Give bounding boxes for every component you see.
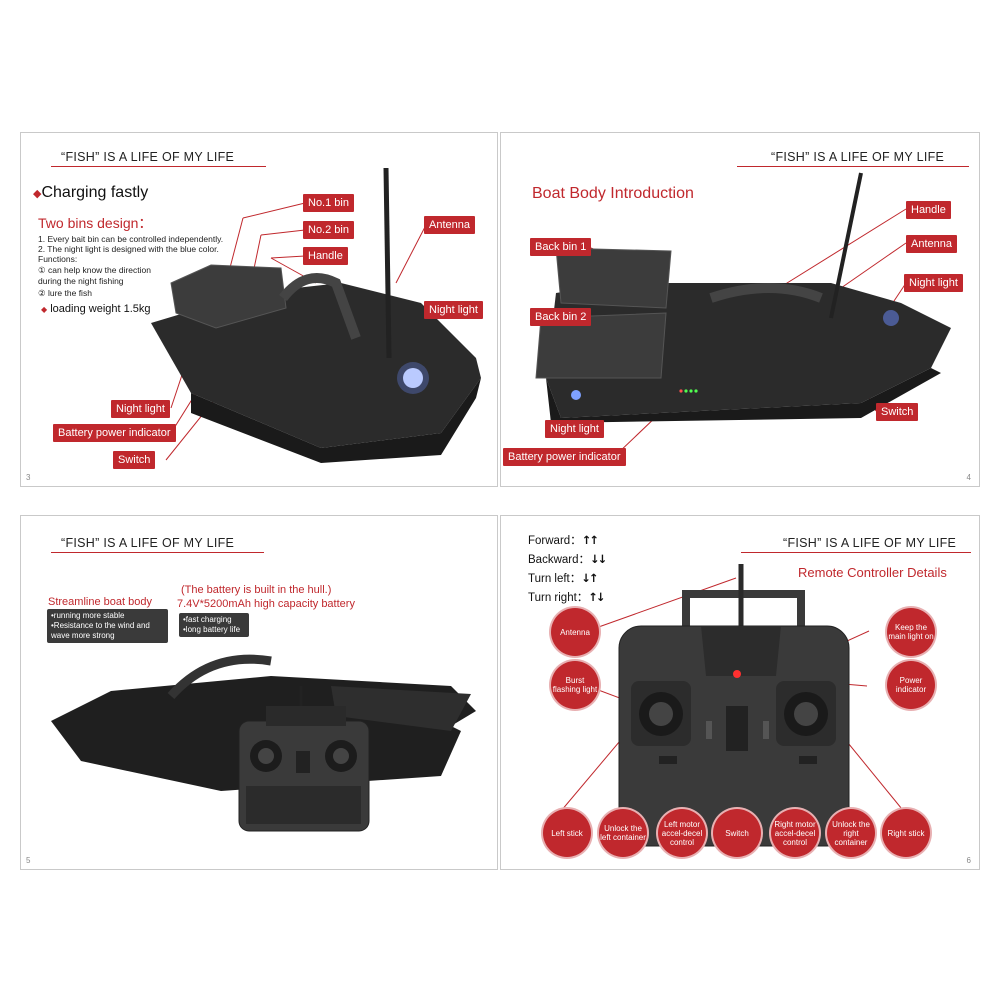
weight-note: ◆ loading weight 1.5kg — [41, 303, 151, 315]
callout-antenna: Antenna — [551, 608, 599, 656]
two-bins-heading: Two bins design： — [38, 215, 153, 231]
label-battery-indicator: Battery power indicator — [503, 448, 626, 466]
label-night-light-left: Night light — [545, 420, 604, 438]
page-header: “FISH” IS A LIFE OF MY LIFE — [61, 536, 235, 550]
label-night-light-right: Night light — [424, 301, 483, 319]
label-switch: Switch — [876, 403, 919, 421]
direction-turn-left: Turn left：↓↑ — [528, 571, 599, 585]
callout-left-motor-control: Left motor accel-decel control — [658, 809, 706, 857]
page-number: 6 — [966, 856, 971, 865]
page-header: “FISH” IS A LIFE OF MY LIFE — [61, 150, 235, 164]
streamline-heading: Streamline boat body — [48, 596, 152, 608]
battery-features: •fast charging •long battery life — [179, 613, 249, 637]
label-battery-indicator: Battery power indicator — [53, 424, 176, 442]
battery-feature-2: •long battery life — [183, 625, 241, 634]
label-back-bin-1: Back bin 1 — [530, 238, 592, 256]
direction-turn-right: Turn right：↑↓ — [528, 590, 606, 604]
boat-body-title: Boat Body Introduction — [532, 185, 694, 202]
label-switch: Switch — [113, 451, 156, 469]
page-5: “FISH” IS A LIFE OF MY LIFE Streamline b… — [20, 515, 498, 870]
streamline-feature-2: •Resistance to the wind and — [51, 621, 150, 630]
page-4: “FISH” IS A LIFE OF MY LIFE Boat Body In… — [500, 132, 980, 487]
battery-spec: 7.4V*5200mAh high capacity battery — [177, 598, 355, 610]
label-handle: Handle — [906, 201, 951, 219]
description-line-1: 1. Every bait bin can be controlled inde… — [38, 234, 224, 244]
callout-right-stick: Right stick — [882, 809, 930, 857]
streamline-feature-1: •running more stable — [51, 611, 125, 620]
description-line-3: Functions: — [38, 254, 78, 264]
page-number: 5 — [26, 856, 31, 865]
label-back-bin-2: Back bin 2 — [530, 308, 592, 326]
remote-details-title: Remote Controller Details — [798, 565, 947, 580]
boat-and-remote-illustration — [51, 654, 476, 832]
boat-illustration-1 — [151, 167, 481, 463]
description-line-4: ① can help know the direction — [38, 265, 151, 275]
direction-backward: Backward：↓↓ — [528, 552, 607, 566]
direction-legend: Forward：↑↑ Backward：↓↓ Turn left：↓↑ Turn… — [528, 531, 607, 607]
page-header: “FISH” IS A LIFE OF MY LIFE — [771, 150, 945, 164]
callout-right-motor-control: Right motor accel-decel control — [771, 809, 819, 857]
callout-power-indicator: Power indicator — [887, 661, 935, 709]
callout-keep-main-light-on: Keep the main light on — [887, 608, 935, 656]
callout-burst-flashing-light: Burst flashing light — [551, 661, 599, 709]
label-night-light-right: Night light — [904, 274, 963, 292]
description-line-5: during the night fishing — [38, 276, 124, 286]
header-rule — [51, 166, 266, 167]
callout-unlock-left-container: Unlock the left container — [599, 809, 647, 857]
streamline-feature-3: wave more strong — [51, 631, 115, 640]
label-antenna: Antenna — [906, 235, 957, 253]
streamline-features: •running more stable •Resistance to the … — [47, 609, 168, 643]
description-line-6: ② lure the fish — [38, 288, 92, 298]
header-rule — [51, 552, 264, 553]
label-night-light-left: Night light — [111, 400, 170, 418]
boat-illustration-2 — [535, 172, 951, 456]
callout-left-stick: Left stick — [543, 809, 591, 857]
header-rule — [741, 552, 971, 553]
callout-unlock-right-container: Unlock the right container — [827, 809, 875, 857]
charging-heading: ◆Charging fastly — [33, 184, 149, 201]
callout-switch: Switch — [713, 809, 761, 857]
header-rule — [737, 166, 969, 167]
page-number: 4 — [966, 473, 971, 482]
page-3: “FISH” IS A LIFE OF MY LIFE ◆Charging fa… — [20, 132, 498, 487]
battery-feature-1: •fast charging — [183, 615, 232, 624]
page-header: “FISH” IS A LIFE OF MY LIFE — [783, 536, 957, 550]
label-handle: Handle — [303, 247, 348, 265]
remote-illustration — [560, 564, 907, 847]
battery-note: (The battery is built in the hull.) — [181, 584, 332, 596]
label-no2-bin: No.2 bin — [303, 221, 354, 239]
label-no1-bin: No.1 bin — [303, 194, 354, 212]
description-line-2: 2. The night light is designed with the … — [38, 244, 219, 254]
direction-forward: Forward：↑↑ — [528, 533, 599, 547]
page-6: Forward：↑↑ Backward：↓↓ Turn left：↓↑ Turn… — [500, 515, 980, 870]
label-antenna: Antenna — [424, 216, 475, 234]
page-number: 3 — [26, 473, 31, 482]
